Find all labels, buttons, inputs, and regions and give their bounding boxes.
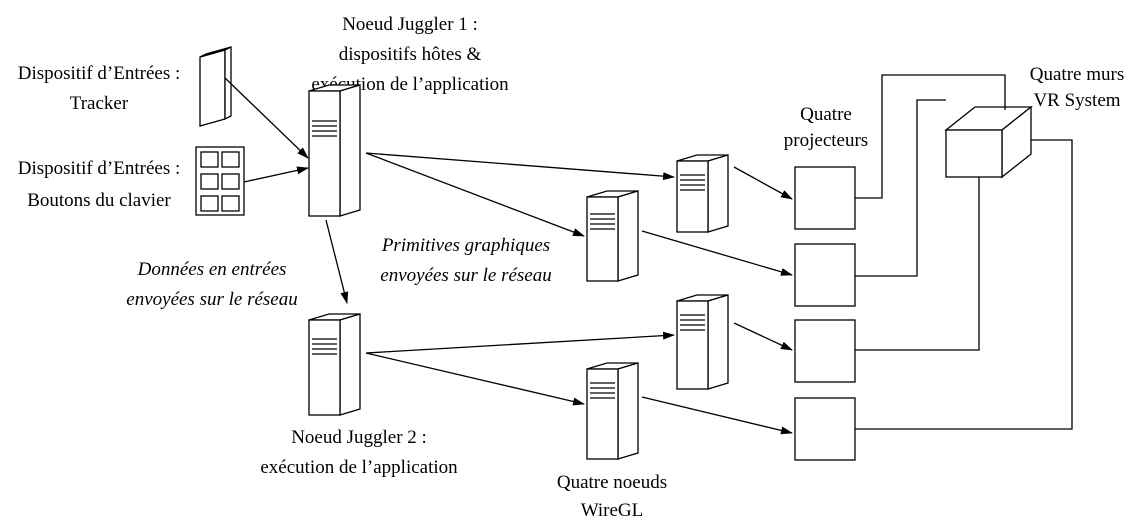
projector-1-box: [794, 166, 856, 230]
tracker-label: Dispositif d’Entrées : Tracker: [18, 63, 181, 114]
arrow-node1-to-wiregl2: [365, 152, 585, 237]
primitives-label-line2: envoyées sur le réseau: [380, 265, 551, 286]
projectors-label-line2: projecteurs: [784, 130, 868, 151]
walls-label-line2: VR System: [1033, 90, 1120, 111]
wiregl-node-4-server-icon: [586, 362, 639, 460]
node2-label-line2: exécution de l’application: [260, 457, 458, 478]
projectors-label: Quatre projecteurs: [784, 104, 868, 151]
wiregl-node-1-server-icon: [676, 154, 729, 233]
arrow-tracker-to-node1: [224, 77, 309, 159]
connector-projector4-to-cube: [855, 139, 1073, 430]
tracker-label-line2: Tracker: [70, 93, 129, 114]
walls-label-line1: Quatre murs: [1030, 64, 1124, 85]
connector-projector1-to-cube: [855, 74, 1006, 199]
tracker-device-icon: [199, 45, 232, 127]
primitives-label: Primitives graphiques envoyées sur le ré…: [380, 235, 551, 286]
juggler-node-1-server-icon: [308, 84, 361, 217]
vr-system-cube-icon: [944, 105, 1033, 179]
arrow-keyboard-to-node1: [243, 166, 309, 183]
arrow-node1-to-node2: [325, 219, 349, 304]
juggler-node-2-server-icon: [308, 313, 361, 416]
projector-2-box: [794, 243, 856, 307]
node2-label: Noeud Juggler 2 : exécution de l’applica…: [260, 427, 458, 478]
projector-4-box: [794, 397, 856, 461]
keyboard-device-icon: [195, 146, 245, 216]
wiregl-node-3-server-icon: [676, 294, 729, 390]
arrow-wiregl4-to-projector4: [641, 396, 793, 435]
wiregl-label-line1: Quatre noeuds: [557, 472, 667, 493]
walls-label: Quatre murs VR System: [1030, 64, 1124, 111]
arrow-wiregl1-to-projector1: [733, 166, 793, 200]
keyboard-label-line2: Boutons du clavier: [27, 190, 171, 211]
arrows: [224, 77, 793, 435]
node1-label-line1: Noeud Juggler 1 :: [342, 14, 478, 35]
arrow-wiregl3-to-projector3: [733, 322, 793, 351]
input-data-label-line2: envoyées sur le réseau: [126, 289, 297, 310]
wiregl-node-2-server-icon: [586, 190, 639, 282]
primitives-label-line1: Primitives graphiques: [381, 235, 550, 256]
connector-projector2-to-cube: [855, 99, 946, 277]
arrow-node2-to-wiregl3: [365, 331, 675, 354]
projectors-label-line1: Quatre: [800, 104, 852, 125]
node1-label-line2: dispositifs hôtes &: [339, 44, 482, 65]
connector-projector3-to-cube: [855, 177, 980, 351]
projector-3-box: [794, 319, 856, 383]
tracker-label-line1: Dispositif d’Entrées :: [18, 63, 181, 84]
node1-label: Noeud Juggler 1 : dispositifs hôtes & ex…: [311, 14, 509, 95]
node1-label-line3: exécution de l’application: [311, 74, 509, 95]
wiregl-label-line2: WireGL: [581, 500, 644, 521]
arrow-wiregl2-to-projector2: [641, 230, 793, 276]
arrow-node1-to-wiregl1: [365, 152, 675, 181]
keyboard-label: Dispositif d’Entrées : Boutons du clavie…: [18, 158, 181, 211]
node2-label-line1: Noeud Juggler 2 :: [291, 427, 427, 448]
connectors: [855, 74, 1073, 430]
arrow-node2-to-wiregl4: [365, 352, 585, 406]
wiregl-label: Quatre noeuds WireGL: [557, 472, 667, 521]
keyboard-label-line1: Dispositif d’Entrées :: [18, 158, 181, 179]
input-data-label: Données en entrées envoyées sur le résea…: [126, 259, 297, 310]
input-data-label-line1: Données en entrées: [137, 259, 287, 280]
